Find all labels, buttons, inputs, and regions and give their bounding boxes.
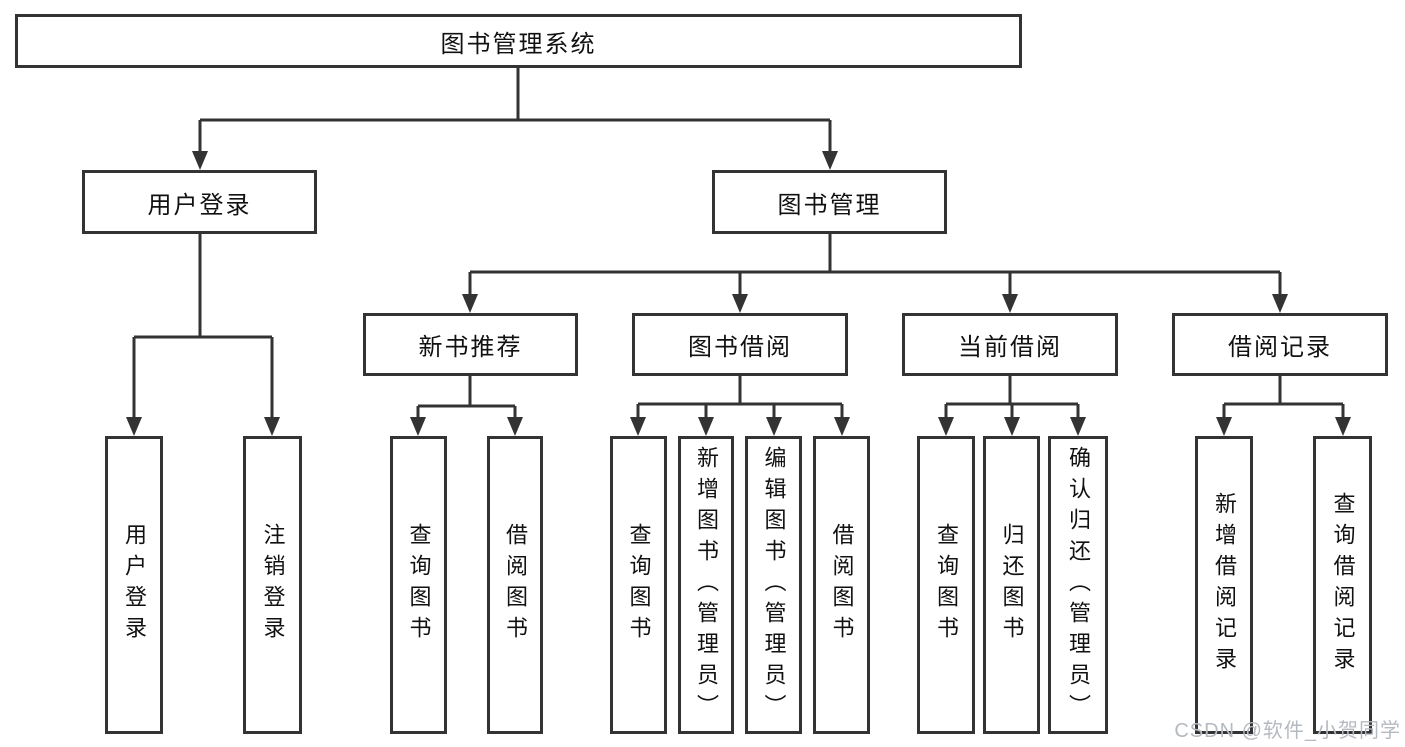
node-book-borrow-label: 图书借阅 <box>688 334 792 361</box>
leaf-current-return-label: 归还图书 <box>999 523 1025 647</box>
leaf-record-query-label: 查询借阅记录 <box>1330 492 1356 678</box>
leaf-record-add-label: 新增借阅记录 <box>1212 492 1237 678</box>
node-user-login-label: 用户登录 <box>147 191 252 219</box>
leaf-bookborrow-add: 新增图书（管理员） <box>678 436 734 734</box>
node-root: 图书管理系统 <box>15 14 1022 68</box>
connector-bookmgmt-to-level3 <box>468 234 1282 296</box>
watermark: CSDN @软件_小贺同学 <box>1174 720 1401 742</box>
connector-bookborrow-to-leaves <box>636 376 844 419</box>
leaf-newbook-query: 查询图书 <box>390 436 447 734</box>
leaf-bookborrow-edit-label: 编辑图书（管理员） <box>761 445 787 725</box>
connector-currentborrow-to-leaves <box>944 376 1080 419</box>
leaf-newbook-query-label: 查询图书 <box>406 523 432 647</box>
leaf-logout-label: 注销登录 <box>260 523 286 647</box>
leaf-bookborrow-borrow: 借阅图书 <box>813 436 870 734</box>
node-new-book-recommend-label: 新书推荐 <box>418 334 523 361</box>
node-new-book-recommend: 新书推荐 <box>363 313 578 376</box>
leaf-current-confirm-return-label: 确认归还（管理员） <box>1066 445 1091 725</box>
connector-userlogin-to-leaves <box>132 234 274 419</box>
leaf-newbook-borrow-label: 借阅图书 <box>503 523 528 647</box>
leaf-bookborrow-borrow-label: 借阅图书 <box>829 523 855 647</box>
connector-newbook-to-leaves <box>416 376 517 419</box>
leaf-logout: 注销登录 <box>243 436 302 734</box>
leaf-user-login-label: 用户登录 <box>122 523 147 647</box>
leaf-current-query-label: 查询图书 <box>934 523 959 647</box>
leaf-record-add: 新增借阅记录 <box>1195 436 1253 734</box>
node-user-login: 用户登录 <box>82 170 317 234</box>
node-current-borrow: 当前借阅 <box>902 313 1118 376</box>
leaf-bookborrow-edit: 编辑图书（管理员） <box>745 436 802 734</box>
node-borrow-record-label: 借阅记录 <box>1228 334 1332 361</box>
leaf-user-login: 用户登录 <box>105 436 163 734</box>
node-current-borrow-label: 当前借阅 <box>958 334 1062 361</box>
leaf-current-query: 查询图书 <box>917 436 975 734</box>
leaf-newbook-borrow: 借阅图书 <box>487 436 543 734</box>
node-book-management-label: 图书管理 <box>777 191 882 219</box>
leaf-current-return: 归还图书 <box>983 436 1040 734</box>
node-book-borrow: 图书借阅 <box>632 313 848 376</box>
arrowheads <box>126 151 1351 436</box>
connector-root-to-level2 <box>198 68 832 153</box>
leaf-record-query: 查询借阅记录 <box>1313 436 1372 734</box>
leaf-bookborrow-query-label: 查询图书 <box>626 523 652 647</box>
node-book-management: 图书管理 <box>712 170 947 234</box>
node-borrow-record: 借阅记录 <box>1172 313 1388 376</box>
connector-borrowrecord-to-leaves <box>1222 376 1345 419</box>
leaf-bookborrow-query: 查询图书 <box>610 436 667 734</box>
leaf-current-confirm-return: 确认归还（管理员） <box>1048 436 1108 734</box>
node-root-label: 图书管理系统 <box>440 30 597 58</box>
leaf-bookborrow-add-label: 新增图书（管理员） <box>694 445 719 725</box>
